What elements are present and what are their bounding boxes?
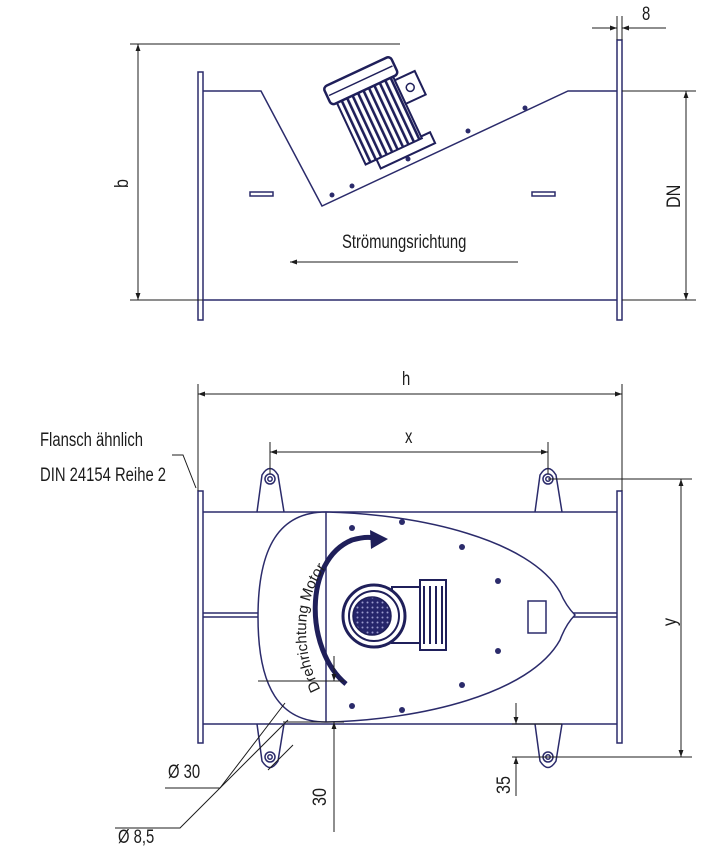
dn-label: DN xyxy=(664,184,685,208)
duct-top-profile xyxy=(203,90,617,207)
right-flange xyxy=(616,39,623,321)
left-screen-bar xyxy=(249,191,274,197)
spacing-x-label: x xyxy=(405,427,413,448)
height-b-label: b xyxy=(112,179,133,188)
flange-note-line2: DIN 24154 Reihe 2 xyxy=(40,465,167,486)
lug-bottom-right xyxy=(534,723,563,769)
hole-diameter-label: Ø 8,5 xyxy=(118,827,155,848)
flange-thickness-label: 8 xyxy=(642,4,651,25)
cover-bolts-top xyxy=(349,519,501,713)
flange-note-leader xyxy=(172,454,197,489)
spacing-y-label: y xyxy=(660,617,681,626)
side-view xyxy=(197,39,623,321)
cover-label-plate xyxy=(527,600,547,634)
lug-diameter-label: Ø 30 xyxy=(168,762,201,783)
lug-top-right xyxy=(534,467,563,513)
length-h-label: h xyxy=(402,369,411,390)
lug-bottom-left xyxy=(256,723,285,769)
motor-side-view xyxy=(323,56,437,170)
top-left-flange xyxy=(197,490,204,744)
side-view-dimensions xyxy=(130,16,696,301)
rotation-direction-indicator xyxy=(312,530,388,686)
top-right-flange xyxy=(616,490,623,744)
right-screen-bar xyxy=(531,191,556,197)
flow-direction-label: Strömungsrichtung xyxy=(342,232,467,253)
top-view-dimensions xyxy=(115,384,692,832)
flange-note-line1: Flansch ähnlich xyxy=(40,430,143,451)
lug-top-left xyxy=(256,467,285,513)
cover-bolts xyxy=(329,105,528,198)
motor-top-view xyxy=(341,579,447,651)
offset-35-label: 35 xyxy=(494,776,515,794)
offset-30-label: 30 xyxy=(310,788,331,806)
left-flange xyxy=(197,71,204,321)
hole-diameter-leader xyxy=(115,719,289,829)
